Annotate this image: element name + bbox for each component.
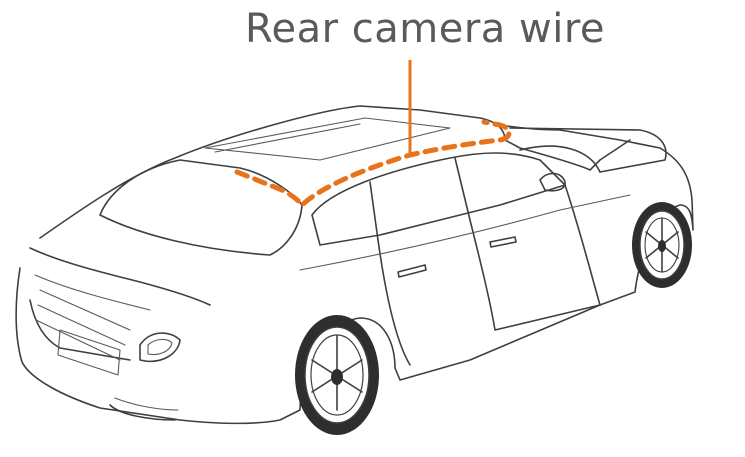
rear-camera-wire-label: Rear camera wire	[244, 6, 606, 52]
side-windows-outline	[311, 152, 566, 246]
front-door-handle	[489, 236, 517, 248]
callout-label: Rear camera wire	[0, 6, 745, 52]
rear-wheel-icon	[295, 315, 379, 435]
car-outline-icon	[15, 105, 694, 425]
front-door-outline	[469, 219, 601, 331]
rear-bumper-outline	[29, 299, 131, 361]
rear-door-handle	[397, 264, 427, 278]
side-mirror-outline	[539, 172, 566, 192]
sunroof-outline	[204, 117, 451, 161]
wire-route-path	[234, 119, 512, 209]
car-roof-outline	[39, 105, 506, 239]
dashed-wire-route-icon	[234, 60, 512, 209]
rear-door-outline	[377, 239, 411, 366]
car-body-outline	[15, 124, 694, 425]
trunk-outline	[29, 247, 211, 306]
front-wheel-icon	[632, 202, 692, 288]
tail-light-outline	[139, 332, 181, 362]
rear-window-outline	[99, 159, 303, 256]
